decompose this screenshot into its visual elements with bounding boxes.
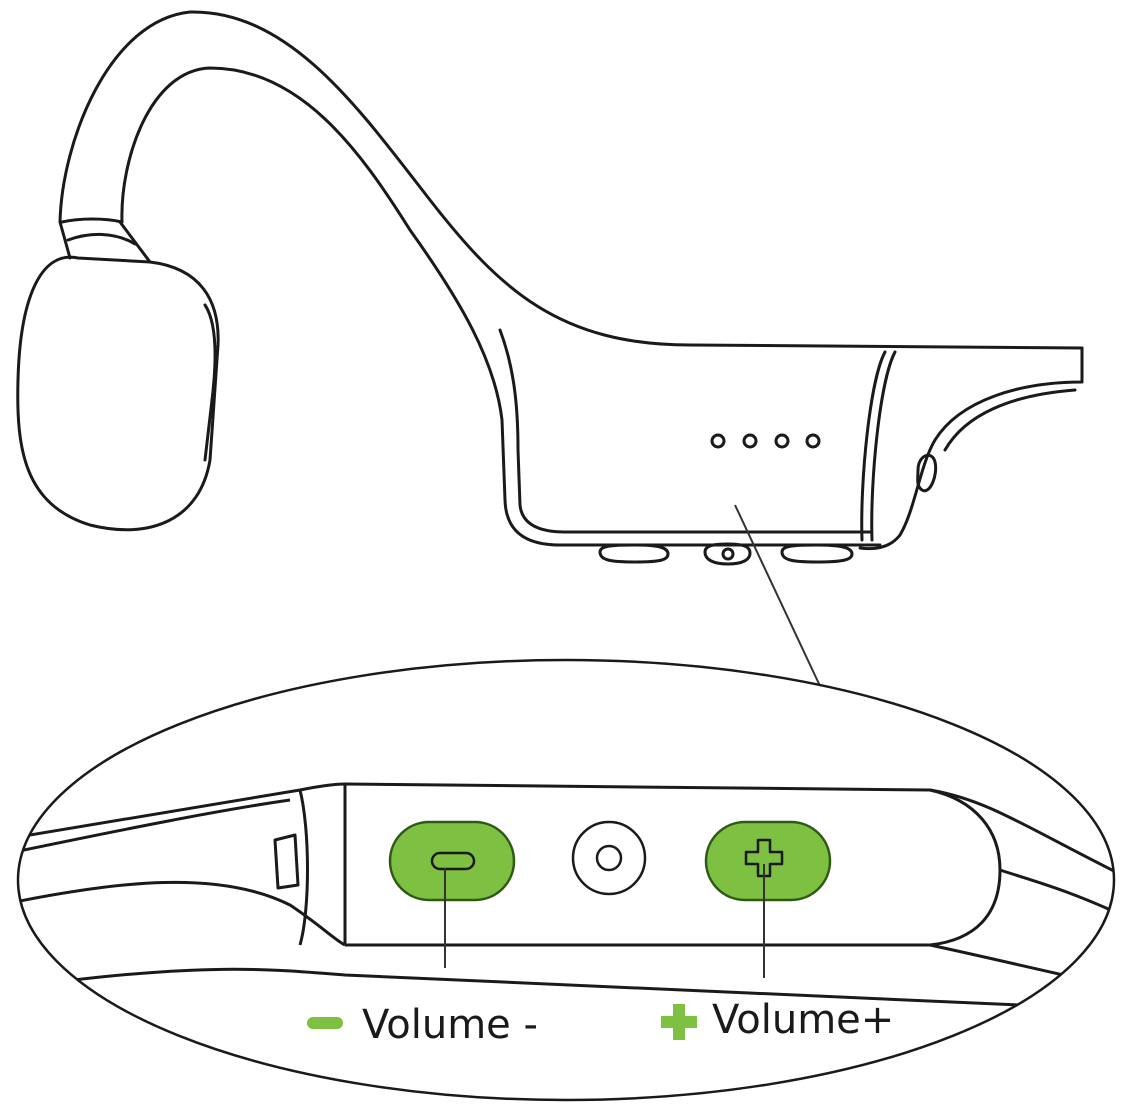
volume-down-button-body[interactable]	[388, 820, 516, 902]
device-volume-up-button	[780, 543, 854, 564]
indicator-dot	[710, 433, 726, 449]
device-volume-down-button	[598, 543, 670, 564]
minus-icon	[307, 1017, 343, 1029]
multifunction-button[interactable]	[571, 820, 647, 896]
zoom-port	[273, 833, 300, 890]
housing-back	[858, 346, 1084, 551]
ear-pad	[16, 255, 220, 532]
volume-up-button-body[interactable]	[704, 820, 832, 902]
zoom-housing-seam	[298, 789, 309, 946]
housing-seam	[870, 350, 897, 542]
zoom-detail: Volume - Volume+	[16, 658, 1116, 1102]
headband-inner-edge	[498, 328, 872, 534]
zoom-ellipse	[16, 658, 1116, 1102]
volume-up-legend: Volume+	[661, 997, 894, 1043]
volume-down-legend: Volume -	[307, 1002, 538, 1048]
ear-pad-inner-edge	[203, 303, 217, 462]
ear-pad-neck	[58, 217, 152, 264]
housing-back-inner	[943, 388, 1077, 452]
device-multifunction-button	[703, 542, 752, 566]
multifunction-button-center	[595, 844, 623, 872]
volume-down-button[interactable]	[388, 820, 516, 902]
zoom-band-right-top	[929, 788, 1114, 882]
zoom-leader-line	[734, 504, 821, 687]
headband-inner	[120, 66, 882, 547]
indicator-dot	[805, 433, 821, 449]
headband-outer	[58, 10, 1084, 350]
minus-icon	[430, 851, 476, 871]
ear-pad-neck-band	[66, 232, 137, 246]
device-multifunction-dot	[721, 547, 735, 561]
headphone-illustration	[16, 10, 1084, 566]
indicator-lights	[710, 433, 821, 449]
volume-up-button[interactable]	[704, 820, 832, 902]
zoom-band-left-bottom	[18, 880, 346, 947]
volume-up-label: Volume+	[712, 997, 894, 1043]
indicator-dot	[774, 433, 790, 449]
charging-port	[916, 453, 938, 493]
plus-icon	[744, 838, 784, 878]
plus-icon	[661, 1004, 697, 1040]
indicator-dot	[742, 433, 758, 449]
zoom-band-left-edge	[18, 798, 291, 857]
volume-down-label: Volume -	[362, 1002, 538, 1048]
multifunction-button-ring[interactable]	[571, 820, 647, 896]
housing-seam-2	[860, 350, 887, 542]
